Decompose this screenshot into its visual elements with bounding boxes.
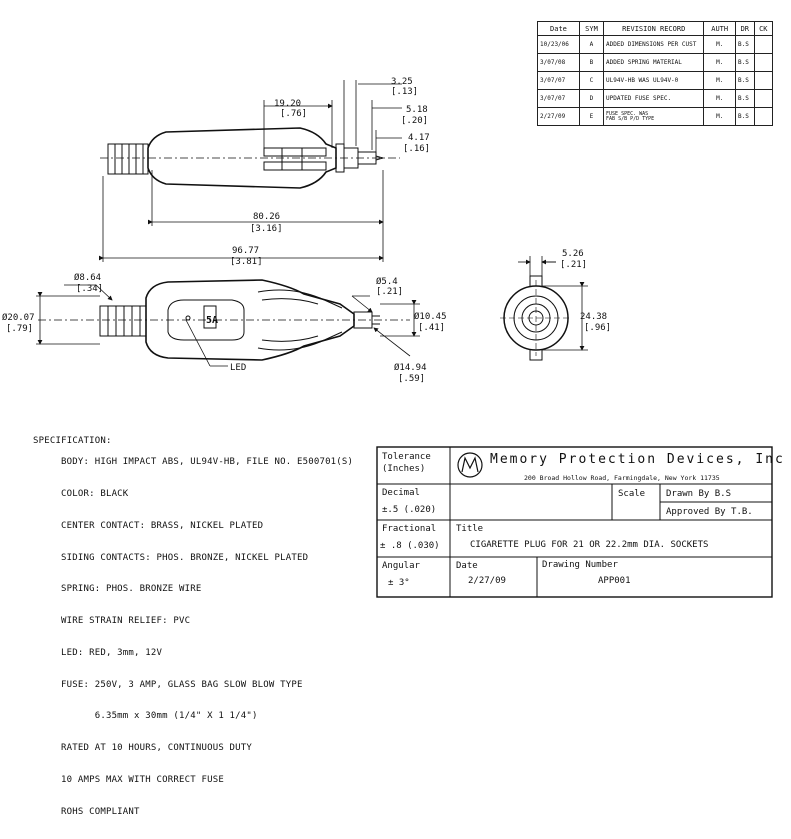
decimal-label: Decimal [382,488,420,498]
approved-by: Approved By T.B. [666,507,753,517]
plug-side-view [100,127,400,189]
dim-5-4: Ø5.4 [376,276,398,287]
spec-line: BODY: HIGH IMPACT ABS, UL94V-HB, FILE NO… [61,457,354,468]
plug-top-view [38,279,410,361]
dim-96-77: 96.77 [232,246,259,256]
spec-line: CENTER CONTACT: BRASS, NICKEL PLATED [61,520,264,531]
company-address: 200 Broad Hollow Road, Farmingdale, New … [524,474,720,482]
dim-5-26-in: [.21] [560,260,587,270]
dim-10-45: Ø10.45 [414,311,447,322]
dim-20-07: Ø20.07 [2,312,35,323]
spec-line: WIRE STRAIN RELIEF: PVC [61,616,191,627]
date-value: 2/27/09 [468,576,506,586]
spec-line: SIDING CONTACTS: PHOS. BRONZE, NICKEL PL… [61,552,309,563]
dim-4-17-in: [.16] [403,144,430,154]
dims-side-view [99,80,402,262]
dim-80-26: 80.26 [253,212,280,222]
dim-3-25-in: [.13] [391,87,418,97]
dim-5-4-in: [.21] [376,287,403,297]
dim-3-25: 3.25 [391,77,413,87]
rev-sym: E [578,107,605,126]
dim-20-07-in: [.79] [6,324,33,334]
specification-block: SPECIFICATION: BODY: HIGH IMPACT ABS, UL… [33,436,353,839]
angular-value: ± 3° [388,578,410,588]
drawing-canvas: 3.25 [.13] 19.20 [.76] 5.18 [.20] 4.17 [… [2,77,773,598]
spec-line: RATED AT 10 HOURS, CONTINUOUS DUTY [61,743,253,754]
rev-ck [753,107,774,126]
drawn-by: Drawn By B.S [666,489,732,499]
revision-header-row: Date SYM REVISION RECORD AUTH DR CK [537,21,774,36]
table-row: 10/23/06 A ADDED DIMENSIONS PER CUST M. … [537,35,774,54]
angular-label: Angular [382,561,420,571]
dim-10-45-in: [.41] [418,323,445,333]
dim-5-26: 5.26 [562,249,584,259]
drawing-number-label: Drawing Number [542,560,618,570]
rev-record: FUSE SPEC. WAS FAB S/B P/D TYPE [603,107,705,126]
title-block-frame [376,446,773,598]
tolerance-unit: (Inches) [382,464,426,474]
dim-96-77-in: [3.81] [230,257,263,267]
table-row: 3/07/07 D UPDATED FUSE SPEC. M. B.S [537,89,774,108]
drawing-number-value: APP001 [598,576,631,586]
rev-auth: M. [703,107,737,126]
company-logo [457,452,483,478]
dim-4-17: 4.17 [408,133,430,143]
dim-8-64: Ø8.64 [74,272,101,283]
dim-8-64-in: [.34] [76,284,103,294]
spec-line: 6.35mm x 30mm (1/4" X 1 1/4") [61,711,258,722]
plug-end-view [500,275,572,361]
dim-24-38-in: [.96] [584,323,611,333]
tolerance-label: Tolerance [382,452,431,462]
spec-title: SPECIFICATION: [33,436,112,446]
title-label: Title [456,524,484,534]
spec-line: SPRING: PHOS. BRONZE WIRE [61,584,202,595]
company-name: Memory Protection Devices, Inc [490,452,785,467]
dim-80-26-in: [3.16] [250,224,283,234]
fractional-label: Fractional [382,524,437,534]
fuse-rating-badge: 5A [206,315,218,326]
spec-line: COLOR: BLACK [61,488,129,499]
spec-line: FUSE: 250V, 3 AMP, GLASS BAG SLOW BLOW T… [61,679,303,690]
dims-end-view [518,256,588,351]
revision-table: Date SYM REVISION RECORD AUTH DR CK 10/2… [537,21,774,126]
spec-line: ROHS COMPLIANT [61,806,140,817]
dim-24-38: 24.38 [580,312,607,322]
decimal-value: ±.5 (.020) [382,505,437,515]
table-row: 2/27/09 E FUSE SPEC. WAS FAB S/B P/D TYP… [537,107,774,126]
spec-line: 10 AMPS MAX WITH CORRECT FUSE [61,775,224,785]
led-callout: LED [230,363,246,373]
title-value: CIGARETTE PLUG FOR 21 OR 22.2mm DIA. SOC… [470,540,709,550]
fractional-value: ± .8 (.030) [380,541,440,551]
dim-19-20-in: [.76] [280,109,307,119]
dims-top-view [36,284,420,367]
date-label: Date [456,561,478,571]
dim-14-94: Ø14.94 [394,362,427,373]
dim-5-18-in: [.20] [401,116,428,126]
spec-line: LED: RED, 3mm, 12V [61,647,163,658]
scale-label: Scale [618,489,646,499]
dim-14-94-in: [.59] [398,374,425,384]
dim-19-20: 19.20 [274,99,301,109]
dim-5-18: 5.18 [406,105,428,115]
